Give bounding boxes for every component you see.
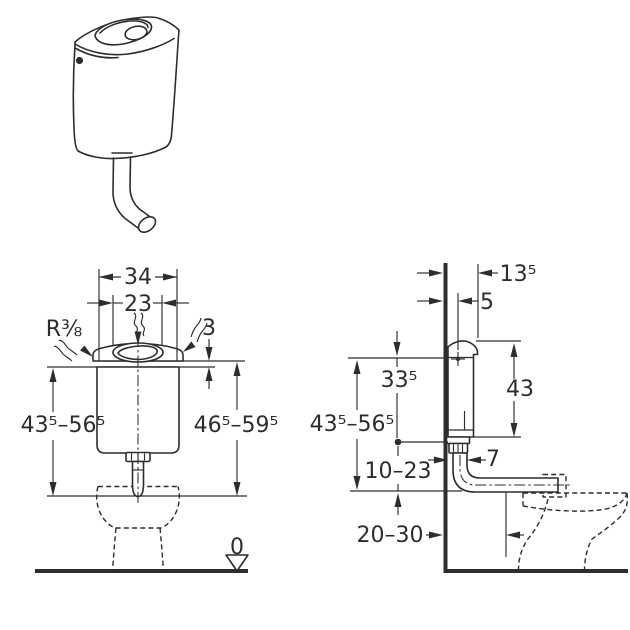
crosshair-center: [456, 357, 460, 361]
wall-arrowhead: [429, 297, 443, 305]
dim-height-lid-label: 46⁵–59⁵: [194, 413, 279, 438]
pan-front-profile: [583, 492, 629, 571]
datum-triangle-icon: [225, 554, 249, 572]
dim-height-body-range: 43⁵–56⁵: [21, 368, 106, 496]
dim-height-lid-range: 46⁵–59⁵: [194, 362, 279, 496]
squiggle-arrowhead: [183, 341, 196, 352]
dim-arrowhead: [233, 362, 241, 376]
dim-arrowhead: [353, 360, 361, 374]
squiggle-arrowhead: [80, 345, 93, 357]
dim-fixing-height-label: 33⁵: [381, 368, 418, 393]
supply-thread-label: R⅜: [46, 317, 83, 342]
flush-pipe-3d-outlet: [137, 216, 157, 233]
dim-overall-width: 34: [98, 265, 178, 352]
dim-arrowhead: [49, 368, 57, 382]
squiggle-arrow-line: [53, 345, 73, 362]
squiggle-arrow-line: [140, 312, 145, 337]
pan-underside: [522, 492, 628, 512]
dim-arrowhead: [394, 493, 402, 507]
flush-bend-side: [452, 452, 559, 493]
button-squiggle: [133, 312, 145, 345]
supply-connection-dot: [75, 56, 84, 65]
dim-arrowhead: [429, 531, 443, 539]
dim-depth-top-label: 13⁵: [500, 262, 537, 287]
dim-arrowhead: [506, 531, 520, 539]
pan-pedestal-left: [111, 527, 117, 571]
dim-arrowhead: [467, 456, 481, 464]
dim-arrowhead: [393, 342, 401, 356]
flush-pipe-3d-left: [112, 157, 141, 231]
dim-lid-height: 3: [202, 316, 216, 389]
dim-arrowhead: [205, 367, 213, 381]
squiggle-arrow-line: [196, 322, 208, 343]
dim-arrowhead: [205, 347, 213, 361]
flush-button-inner: [117, 345, 158, 361]
dim-arrowhead: [99, 299, 113, 307]
floor-datum-symbol: 0: [225, 535, 249, 572]
dim-arrowhead: [353, 476, 361, 490]
vent-squiggle-right: [183, 317, 208, 352]
cistern-3d-opening-fold: [99, 20, 149, 34]
dim-fixing-offset-label: 5: [480, 290, 494, 315]
pan-rim-outline: [95, 486, 181, 529]
dim-pipe-adjust: 10–23: [365, 446, 432, 515]
dim-overall-width-label: 34: [124, 265, 152, 290]
floor-datum-label: 0: [230, 535, 244, 560]
dim-lid-height-label: 3: [202, 316, 216, 341]
cistern-3d-button-recess: [124, 25, 148, 41]
dim-pipe-offset: 7: [428, 447, 500, 472]
dim-fixing-offset: 5: [457, 290, 494, 350]
side-view: 13⁵ 5 43 33⁵: [310, 262, 629, 573]
dim-height-range: 43⁵–56⁵: [310, 360, 395, 490]
pipe-center-line-side: [459, 455, 573, 486]
outlet-collar-side: [445, 436, 471, 445]
dim-bowl-offset: 20–30: [357, 523, 524, 548]
dim-arrowhead: [510, 423, 518, 437]
squiggle-arrow-line: [58, 339, 78, 356]
cistern-3d-lid-rim-inner: [75, 47, 119, 59]
pan-trap-profile: [517, 498, 549, 571]
dim-fixing-height: 33⁵: [381, 331, 448, 446]
dim-bowl-offset-label: 20–30: [357, 523, 424, 548]
dim-height-body-label: 43⁵–56⁵: [21, 413, 106, 438]
dim-pipe-adjust-label: 10–23: [365, 459, 432, 484]
wall-arrowhead: [429, 269, 443, 277]
fixing-crosshair-icon: [451, 352, 465, 366]
wall-reference-arrows: [417, 269, 443, 305]
dim-node-dot: [394, 438, 402, 446]
squiggle-arrowhead: [134, 331, 142, 345]
dim-height-range-label: 43⁵–56⁵: [310, 412, 395, 437]
dim-arrowhead: [478, 269, 492, 277]
dim-arrowhead: [162, 299, 176, 307]
dim-arrowhead: [99, 273, 113, 281]
cistern-side-body: [447, 340, 479, 438]
supply-thread-callout: R⅜: [46, 317, 93, 362]
dim-button-width: 23: [87, 292, 189, 346]
pan-pedestal-right: [159, 527, 165, 571]
squiggle-arrow-line: [190, 317, 202, 338]
cistern-3d-lid-rim: [74, 37, 175, 56]
dim-arrowhead: [163, 273, 177, 281]
dim-arrowhead: [434, 456, 448, 464]
wc-pan-front-dashed: [95, 485, 181, 571]
dim-arrowhead: [510, 343, 518, 357]
dim-arrowhead: [49, 482, 57, 496]
cistern-perspective-view: [72, 16, 180, 233]
dim-cistern-height: 43: [473, 340, 534, 438]
dim-cistern-height-label: 43: [506, 377, 534, 402]
dim-button-width-label: 23: [124, 292, 152, 317]
dim-arrowhead: [233, 482, 241, 496]
dim-arrowhead: [458, 297, 472, 305]
front-view: 0 34 23 R⅜: [21, 265, 279, 573]
dim-pipe-offset-label: 7: [486, 447, 500, 472]
flush-pipe-3d-right: [129, 156, 156, 221]
